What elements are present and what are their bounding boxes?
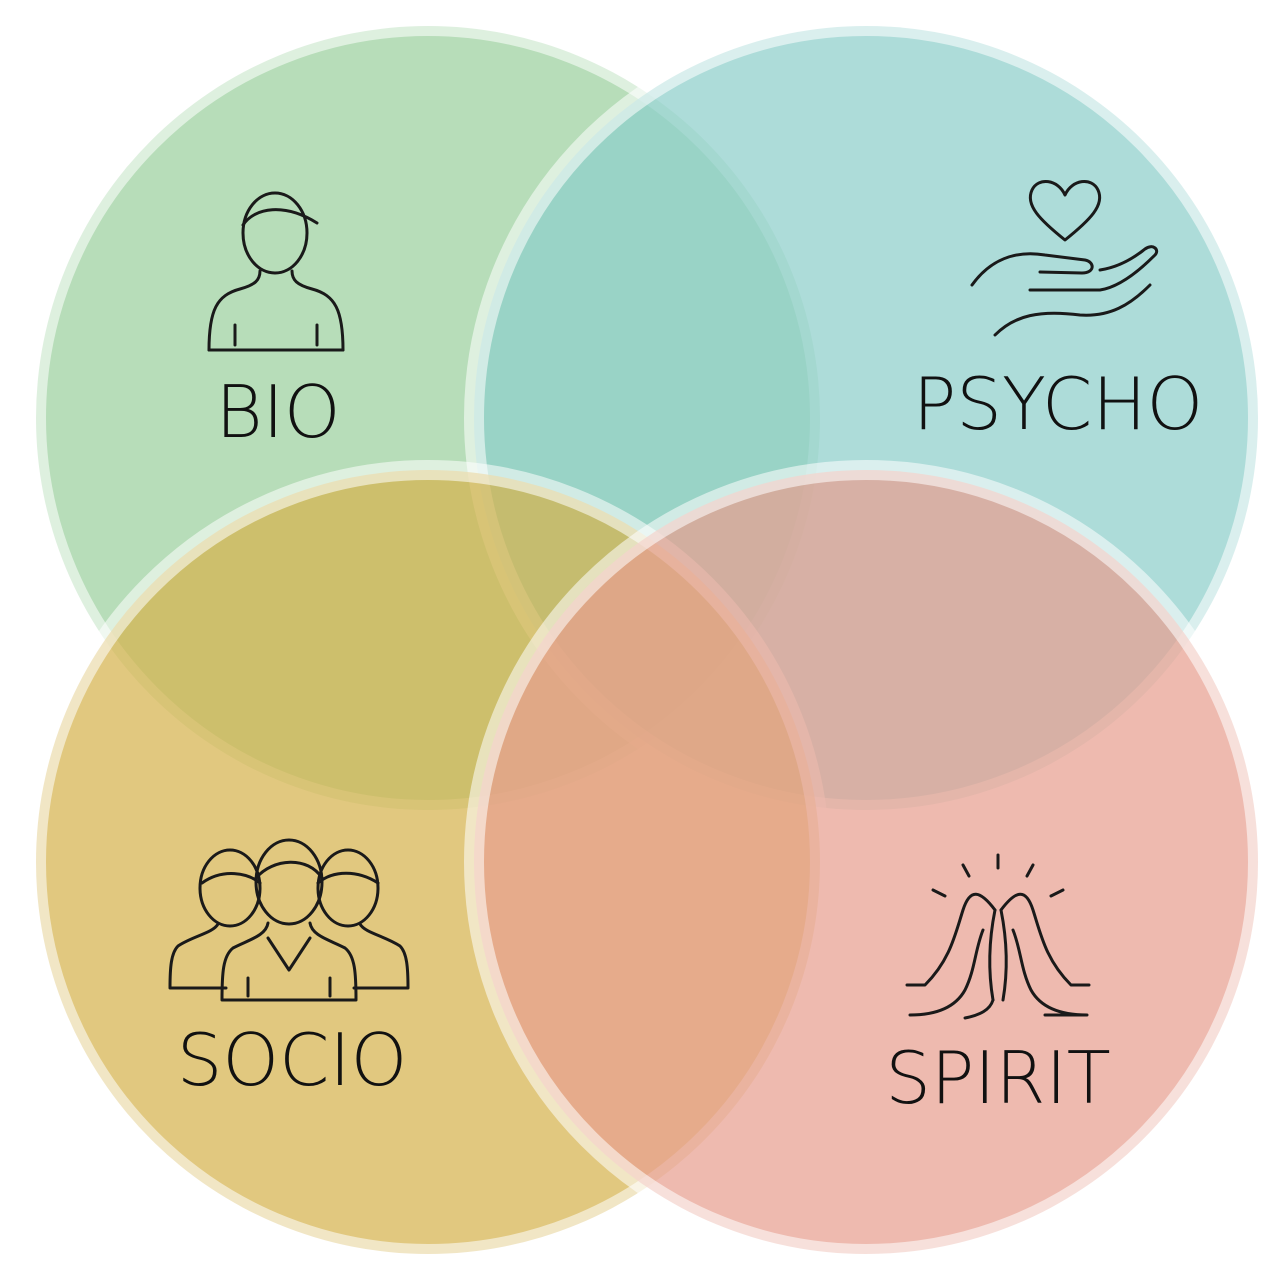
label-bio: BIO xyxy=(215,370,340,454)
circles xyxy=(26,16,1268,1261)
label-socio: SOCIO xyxy=(177,1018,408,1102)
heart-in-hand-icon xyxy=(970,180,1159,337)
person-icon xyxy=(207,191,345,352)
circle-spirit xyxy=(464,460,1268,1261)
group-of-people-icon xyxy=(168,838,410,1002)
label-psycho: PSYCHO xyxy=(913,362,1203,446)
praying-hands-icon xyxy=(905,853,1091,1020)
label-spirit: SPIRIT xyxy=(885,1036,1111,1120)
